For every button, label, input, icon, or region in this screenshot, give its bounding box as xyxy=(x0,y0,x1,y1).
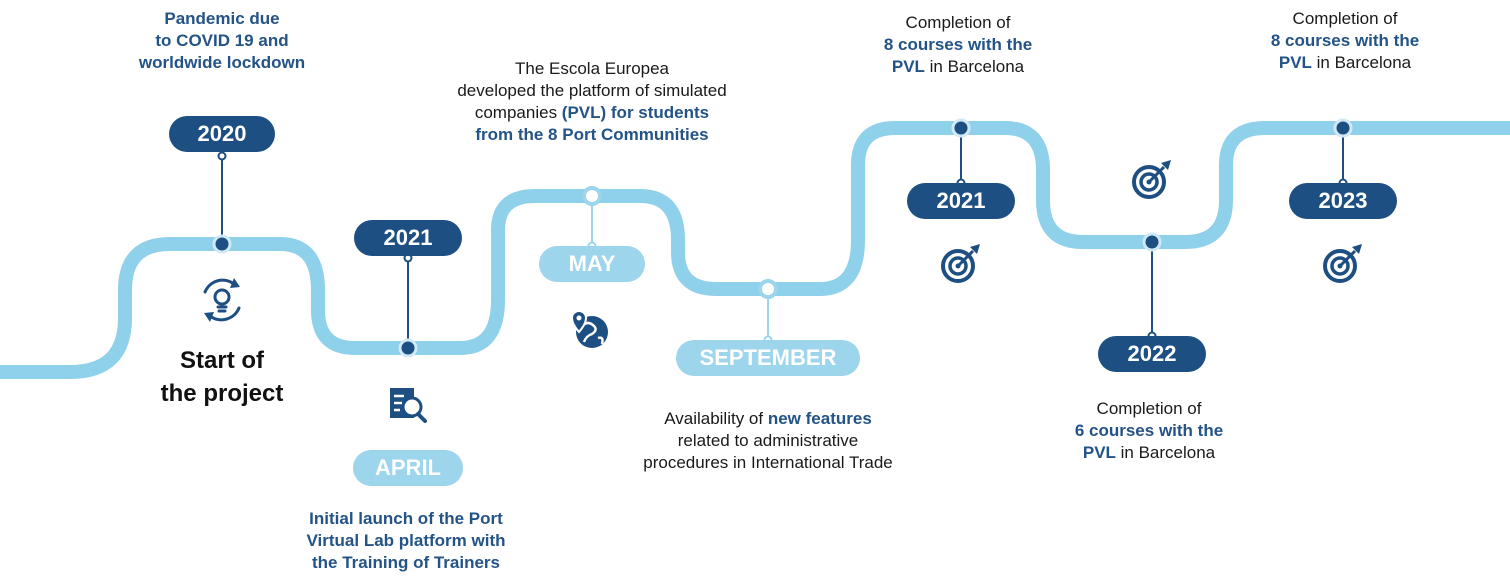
road-dot-2021b xyxy=(951,118,971,138)
month-pill-may: MAY xyxy=(539,246,645,282)
month-pill-april: APRIL xyxy=(353,450,463,486)
september-description: Availability of new features related to … xyxy=(643,409,893,472)
road-dot-2020 xyxy=(212,234,232,254)
target-icon xyxy=(1323,244,1362,283)
document-search-icon xyxy=(390,388,427,423)
road-dot-2022 xyxy=(1142,232,1162,252)
year-pill-2022: 2022 xyxy=(1098,336,1206,372)
milestone-2023-description: Completion of 8 courses with the PVL in … xyxy=(1270,9,1420,72)
start-project-label: Start of the project xyxy=(160,347,284,407)
year-pill-2021-april: 2021 xyxy=(354,220,462,256)
milestone-2022-description: Completion of 6 courses with the PVL in … xyxy=(1074,399,1224,462)
road-dot-september xyxy=(758,279,778,299)
may-description: The Escola Europea developed the platfor… xyxy=(457,59,727,144)
target-icon xyxy=(941,244,980,283)
road-dots xyxy=(212,118,1353,358)
milestone-2021b-description: Completion of 8 courses with the PVL in … xyxy=(883,13,1033,76)
year-pill-2021: 2021 xyxy=(907,183,1015,219)
globe-location-icon xyxy=(570,310,608,348)
timeline-road xyxy=(0,121,1510,379)
target-icon xyxy=(1132,160,1171,199)
road-dot-may xyxy=(582,186,602,206)
road-dot-april xyxy=(398,338,418,358)
year-pill-2023: 2023 xyxy=(1289,183,1397,219)
road-dot-2023 xyxy=(1333,118,1353,138)
year-pill-2020: 2020 xyxy=(169,116,275,152)
milestone-2020-heading: Pandemic due to COVID 19 and worldwide l… xyxy=(138,9,306,72)
lightbulb-cycle-icon xyxy=(203,278,241,322)
april-description: Initial launch of the Port Virtual Lab p… xyxy=(306,509,506,572)
month-pill-september: SEPTEMBER xyxy=(676,340,860,376)
